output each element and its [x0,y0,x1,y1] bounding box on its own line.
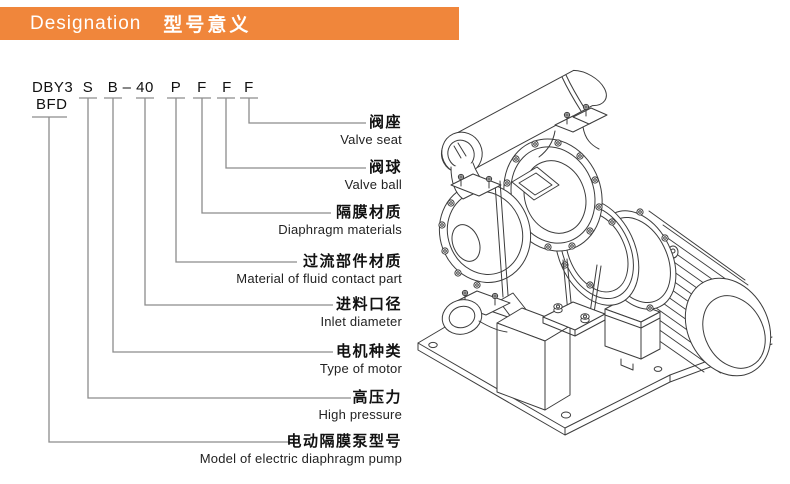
discharge-manifold [441,69,607,200]
designation-label: 进料口径 Inlet diameter [320,296,402,330]
designation-label: 阀座 Valve seat [340,114,402,148]
designation-zh: 阀球 [368,159,402,176]
designation-en: Diaphragm materials [278,222,402,237]
model-code-segment: F [222,79,232,96]
model-code-line2: BFD [36,96,68,113]
pump-illustration [417,69,773,436]
designation-label: 过流部件材质 Material of fluid contact part [236,253,402,287]
pump-housing-left [438,179,532,335]
designation-zh: 过流部件材质 [302,253,402,270]
designation-en: Material of fluid contact part [236,271,402,286]
model-code-segment: F [197,79,207,96]
support-bracket [542,258,606,337]
discharge-clamps [538,103,608,158]
designation-zh: 进料口径 [335,296,402,313]
designation-en: Type of motor [319,361,402,376]
designation-en: Inlet diameter [320,314,402,329]
center-inspection-plate [511,166,560,201]
designation-zh: 阀座 [368,114,402,131]
designation-zh: 电动隔膜泵型号 [286,433,402,450]
designation-zh: 隔膜材质 [335,204,402,221]
designation-zh: 高压力 [352,389,402,406]
designation-label: 电动隔膜泵型号 Model of electric diaphragm pump [200,433,402,467]
model-code-segment: S [82,79,94,96]
designation-label: 隔膜材质 Diaphragm materials [278,204,402,238]
designation-en: Valve seat [340,132,402,147]
model-code-segment: P [170,79,182,96]
designation-label: 阀球 Valve ball [345,159,402,193]
header-title-en: Designation [30,12,142,34]
model-code-line1: DBY3 [32,79,74,96]
header-title-zh: 型号意义 [163,15,252,36]
designation-zh: 电机种类 [335,343,402,360]
designation-label: 电机种类 Type of motor [320,343,402,377]
model-code-segment: – [122,79,132,96]
model-code-segment: 40 [136,79,154,96]
motor-end-cap [684,277,772,377]
model-code-segment: F [244,79,254,96]
designation-en: High pressure [318,407,402,422]
pedestal-box [496,292,571,411]
designation-label: 高压力 High pressure [318,389,402,423]
designation-en: Model of electric diaphragm pump [199,451,402,466]
designation-en: Valve ball [344,177,402,192]
section-header: Designation 型号意义 [0,7,459,40]
motor [614,210,772,377]
motor-terminal-box [604,298,661,371]
model-code-segment: B [107,79,119,96]
